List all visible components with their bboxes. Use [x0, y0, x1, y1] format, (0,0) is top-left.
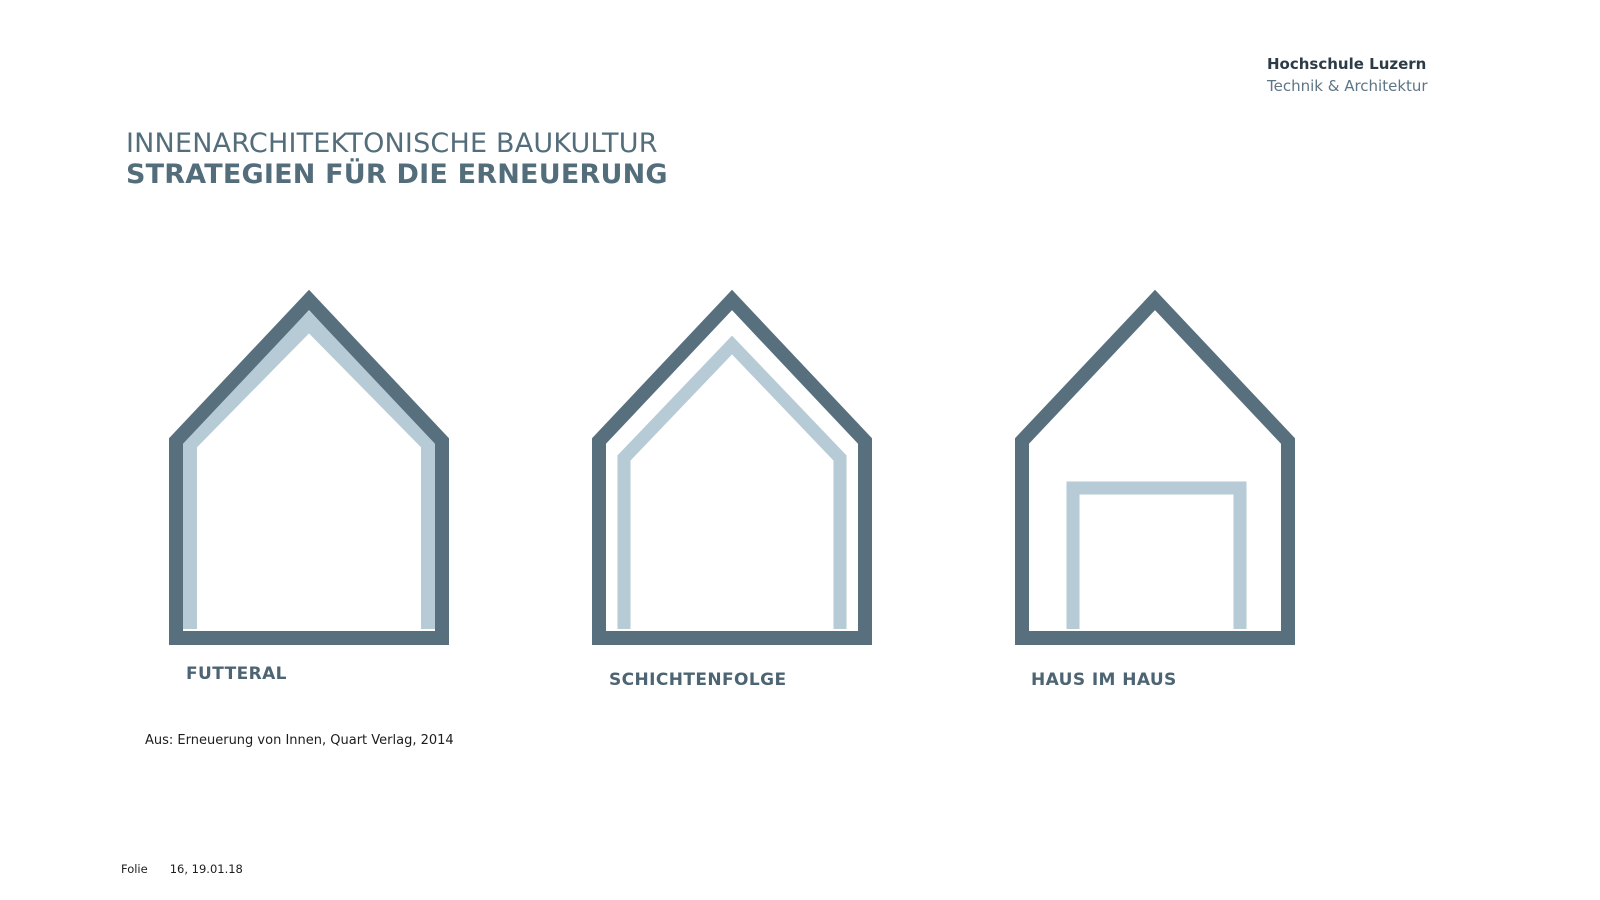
haus-im-haus-outer-wall	[1015, 289, 1295, 645]
schichtenfolge-outer-wall	[592, 289, 872, 645]
futteral-outer-wall	[169, 289, 449, 645]
label-haus-im-haus: HAUS IM HAUS	[1031, 670, 1177, 690]
label-futteral: FUTTERAL	[186, 664, 287, 684]
brand-name: Hochschule Luzern	[1267, 55, 1427, 73]
slide-footer: Folie 16, 19.01.18	[121, 862, 243, 876]
haus-im-haus-inner-box	[1066, 481, 1247, 629]
brand-department: Technik & Architektur	[1267, 77, 1428, 95]
schichtenfolge-inner-layer	[617, 335, 847, 629]
page-title: INNENARCHITEKTONISCHE BAUKULTUR STRATEGI…	[126, 128, 668, 190]
title-line-1: INNENARCHITEKTONISCHE BAUKULTUR	[126, 128, 658, 159]
footer-label: Folie	[121, 862, 148, 876]
title-line-2: STRATEGIEN FÜR DIE ERNEUERUNG	[126, 159, 668, 190]
source-citation: Aus: Erneuerung von Innen, Quart Verlag,…	[145, 733, 454, 748]
footer-slide-number: 16, 19.01.18	[169, 862, 243, 876]
house-futteral	[169, 289, 449, 645]
house-haus-im-haus	[1015, 289, 1295, 645]
label-schichtenfolge: SCHICHTENFOLGE	[609, 670, 787, 690]
futteral-inner-lining	[181, 310, 437, 629]
house-schichtenfolge	[592, 289, 872, 645]
brand-logo-text: Hochschule Luzern Technik & Architektur	[1267, 53, 1428, 97]
